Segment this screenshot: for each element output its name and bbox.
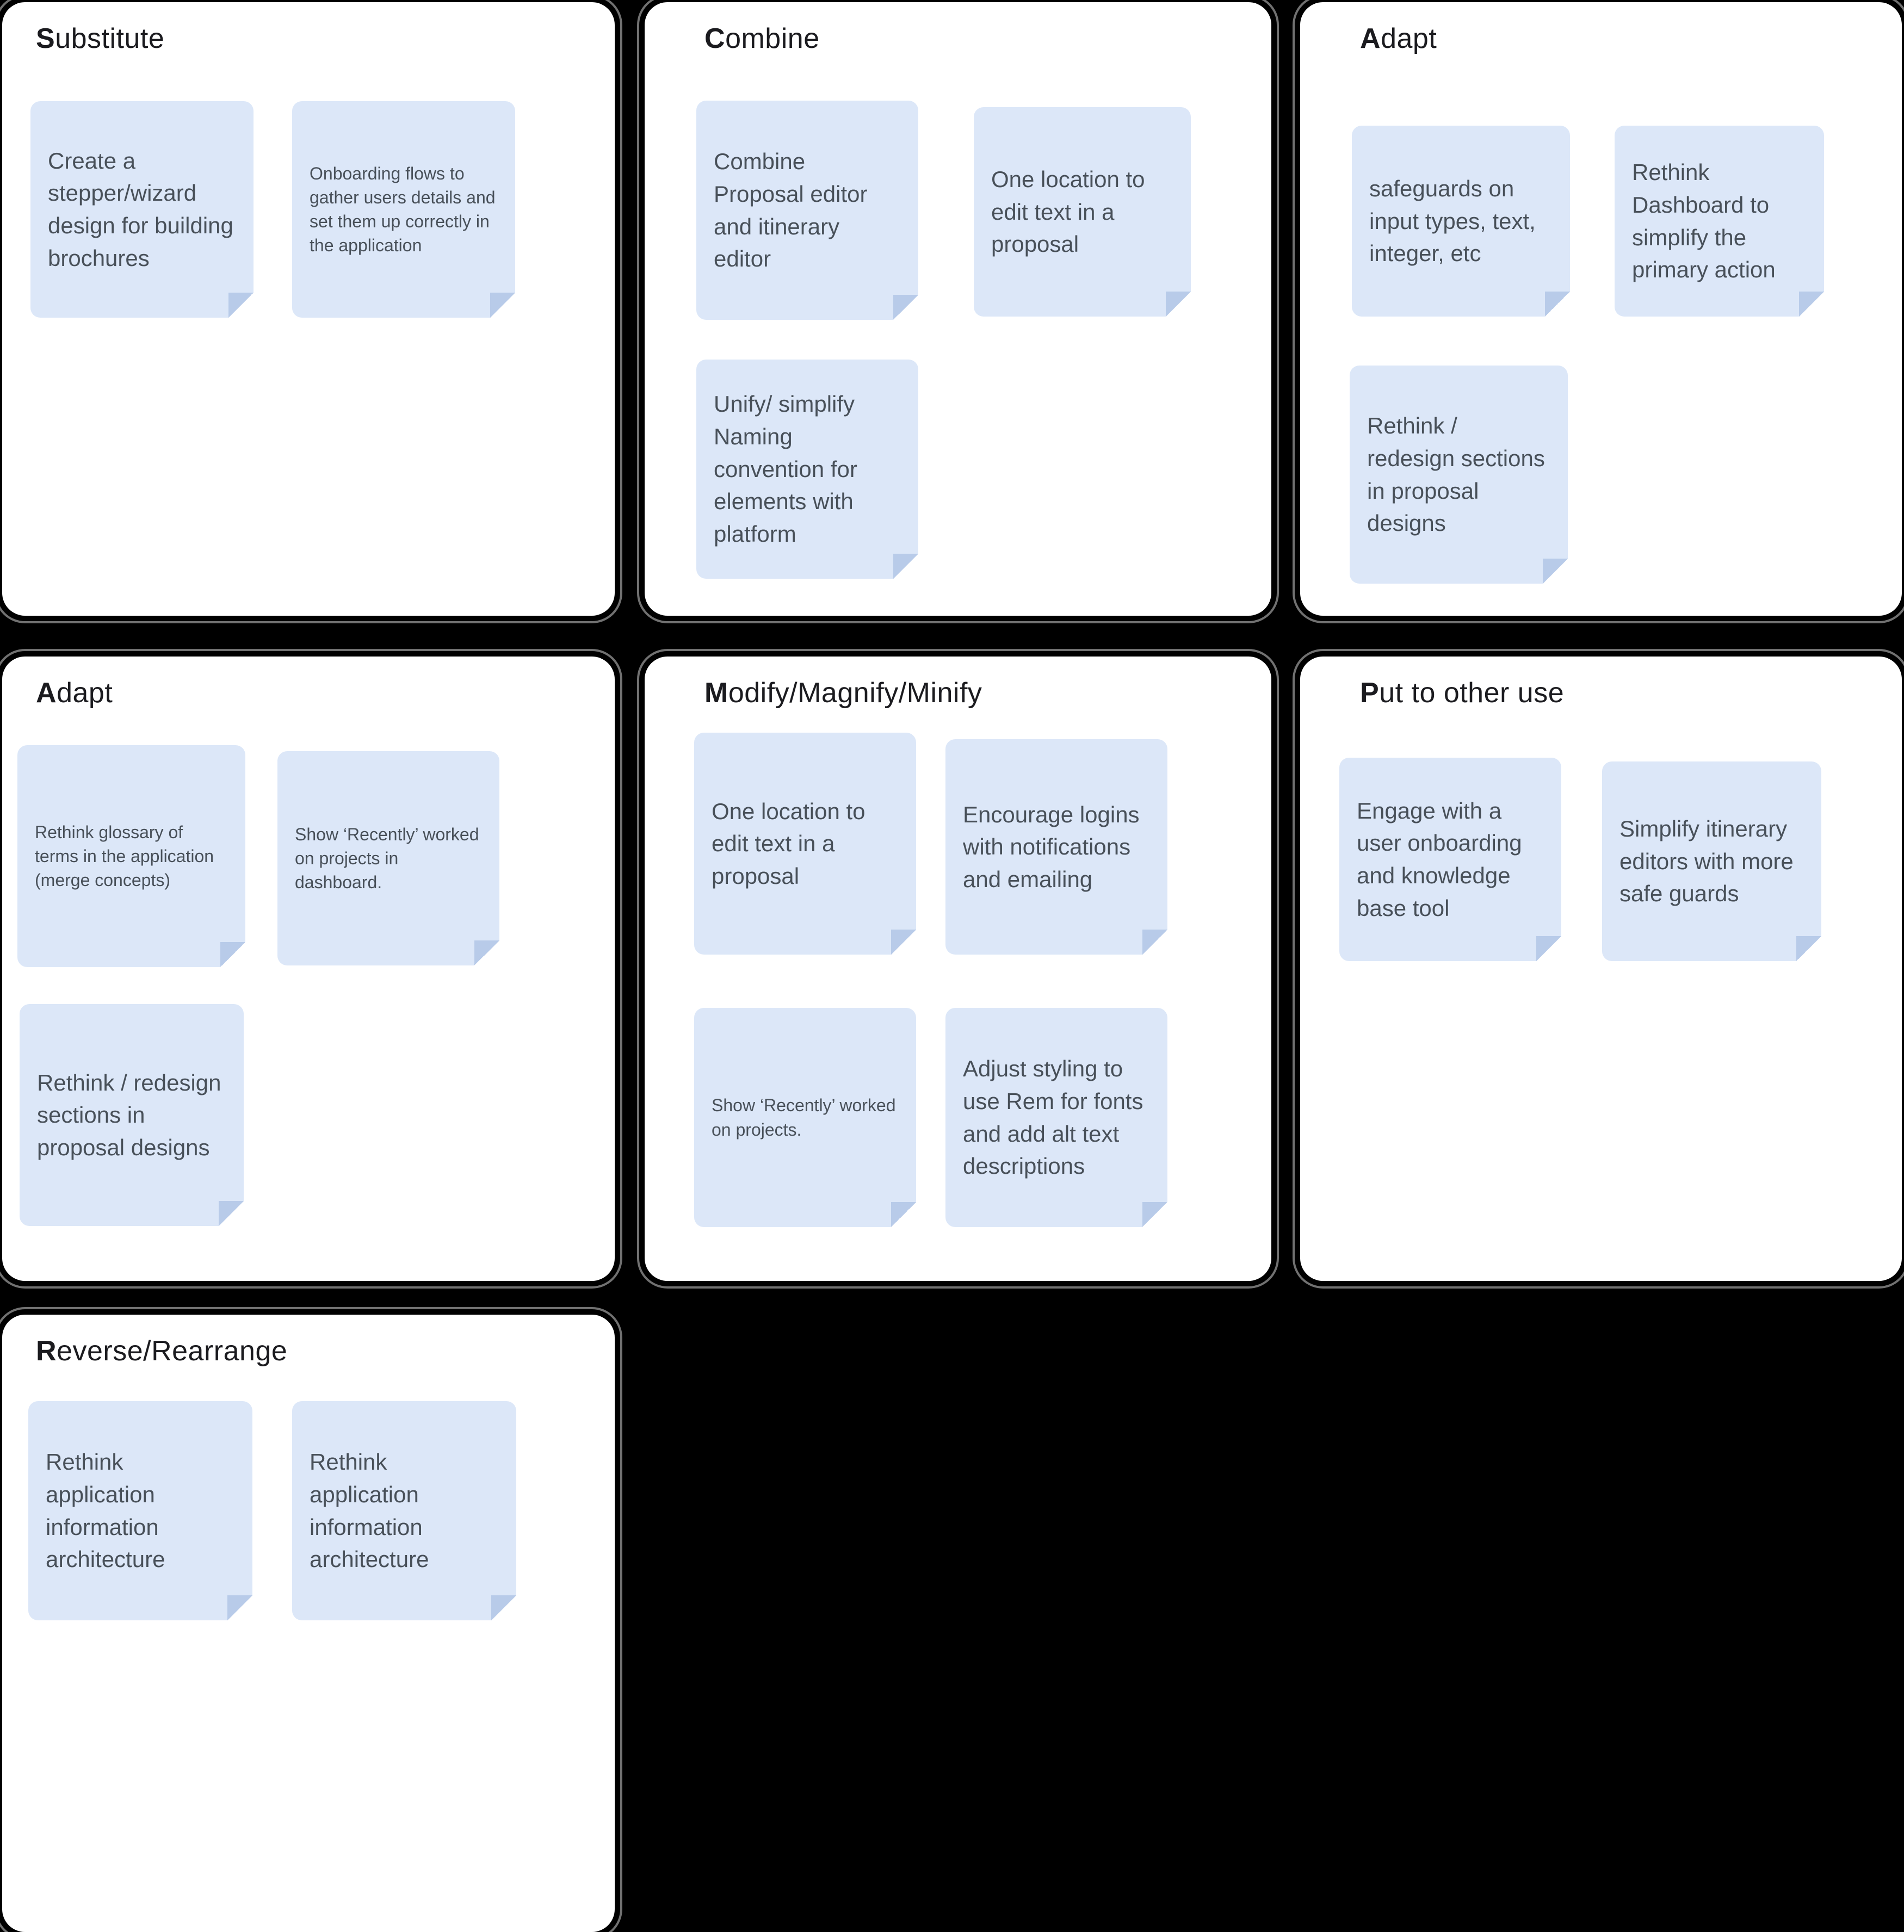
- sticky-note[interactable]: Show ‘Recently’ worked on projects.: [694, 1008, 916, 1227]
- sticky-note[interactable]: One location to edit text in a proposal: [694, 733, 916, 955]
- sticky-note[interactable]: Rethink glossary of terms in the applica…: [17, 745, 245, 967]
- sticky-note[interactable]: Adjust styling to use Rem for fonts and …: [945, 1008, 1167, 1227]
- section-title: Reverse/Rearrange: [36, 1335, 288, 1367]
- sticky-note[interactable]: Combine Proposal editor and itinerary ed…: [696, 101, 918, 320]
- sticky-note-text: One location to edit text in a proposal: [991, 166, 1145, 257]
- sticky-note[interactable]: Rethink / redesign sections in proposal …: [1350, 366, 1568, 584]
- section-card-put-to-other-use[interactable]: Put to other use Engage with a user onbo…: [1300, 657, 1902, 1281]
- sticky-note[interactable]: Rethink application information architec…: [28, 1401, 252, 1620]
- sticky-note-text: Rethink glossary of terms in the applica…: [35, 822, 214, 890]
- section-card-adapt-2[interactable]: Adapt Rethink glossary of terms in the a…: [2, 657, 615, 1281]
- sticky-note[interactable]: Onboarding flows to gather users details…: [292, 101, 515, 318]
- section-title: Substitute: [36, 23, 165, 54]
- sticky-note[interactable]: Rethink / redesign sections in proposal …: [20, 1004, 244, 1226]
- sticky-note-text: Onboarding flows to gather users details…: [310, 163, 496, 256]
- sticky-note-text: safeguards on input types, text, integer…: [1369, 176, 1536, 267]
- sticky-note-text: Combine Proposal editor and itinerary ed…: [714, 148, 868, 272]
- sticky-note[interactable]: Create a stepper/wizard design for build…: [30, 101, 254, 318]
- section-card-substitute[interactable]: Substitute Create a stepper/wizard desig…: [2, 2, 615, 616]
- sticky-note-text: Engage with a user onboarding and knowle…: [1357, 797, 1522, 921]
- section-card-combine[interactable]: Combine Combine Proposal editor and itin…: [645, 2, 1271, 616]
- section-title: Modify/Magnify/Minify: [704, 677, 982, 709]
- sticky-note-text: Rethink application information architec…: [310, 1449, 429, 1572]
- sticky-note[interactable]: Rethink application information architec…: [292, 1401, 516, 1620]
- sticky-note[interactable]: Rethink Dashboard to simplify the primar…: [1615, 126, 1824, 317]
- sticky-note[interactable]: Simplify itinerary editors with more saf…: [1602, 761, 1821, 961]
- sticky-note[interactable]: Show ‘Recently’ worked on projects in da…: [277, 751, 499, 965]
- sticky-note-text: Encourage logins with notifications and …: [963, 801, 1140, 892]
- section-title: Adapt: [36, 677, 113, 709]
- section-card-modify-magnify-minify[interactable]: Modify/Magnify/Minify One location to ed…: [645, 657, 1271, 1281]
- section-card-reverse-rearrange[interactable]: Reverse/Rearrange Rethink application in…: [2, 1315, 615, 1932]
- sticky-note-text: Rethink / redesign sections in proposal …: [37, 1069, 221, 1160]
- sticky-note-text: Unify/ simplify Naming convention for el…: [714, 391, 857, 547]
- sticky-note[interactable]: Engage with a user onboarding and knowle…: [1339, 758, 1561, 961]
- sticky-note-text: Rethink application information architec…: [46, 1449, 165, 1572]
- section-title: Adapt: [1360, 23, 1437, 54]
- sticky-note-text: One location to edit text in a proposal: [712, 798, 866, 889]
- section-card-adapt-1[interactable]: Adapt safeguards on input types, text, i…: [1300, 2, 1902, 616]
- sticky-note-text: Simplify itinerary editors with more saf…: [1619, 816, 1794, 907]
- section-title: Combine: [704, 23, 820, 54]
- sticky-note-text: Create a stepper/wizard design for build…: [48, 147, 233, 271]
- sticky-note[interactable]: Encourage logins with notifications and …: [945, 739, 1167, 955]
- section-title: Put to other use: [1360, 677, 1565, 709]
- sticky-note-text: Show ‘Recently’ worked on projects.: [712, 1095, 896, 1140]
- sticky-note-text: Adjust styling to use Rem for fonts and …: [963, 1056, 1143, 1179]
- sticky-note-text: Rethink / redesign sections in proposal …: [1367, 413, 1545, 536]
- sticky-note-text: Show ‘Recently’ worked on projects in da…: [295, 824, 479, 893]
- sticky-note-text: Rethink Dashboard to simplify the primar…: [1632, 159, 1776, 283]
- sticky-note[interactable]: Unify/ simplify Naming convention for el…: [696, 360, 918, 579]
- sticky-note[interactable]: One location to edit text in a proposal: [974, 107, 1191, 317]
- sticky-note[interactable]: safeguards on input types, text, integer…: [1352, 126, 1570, 317]
